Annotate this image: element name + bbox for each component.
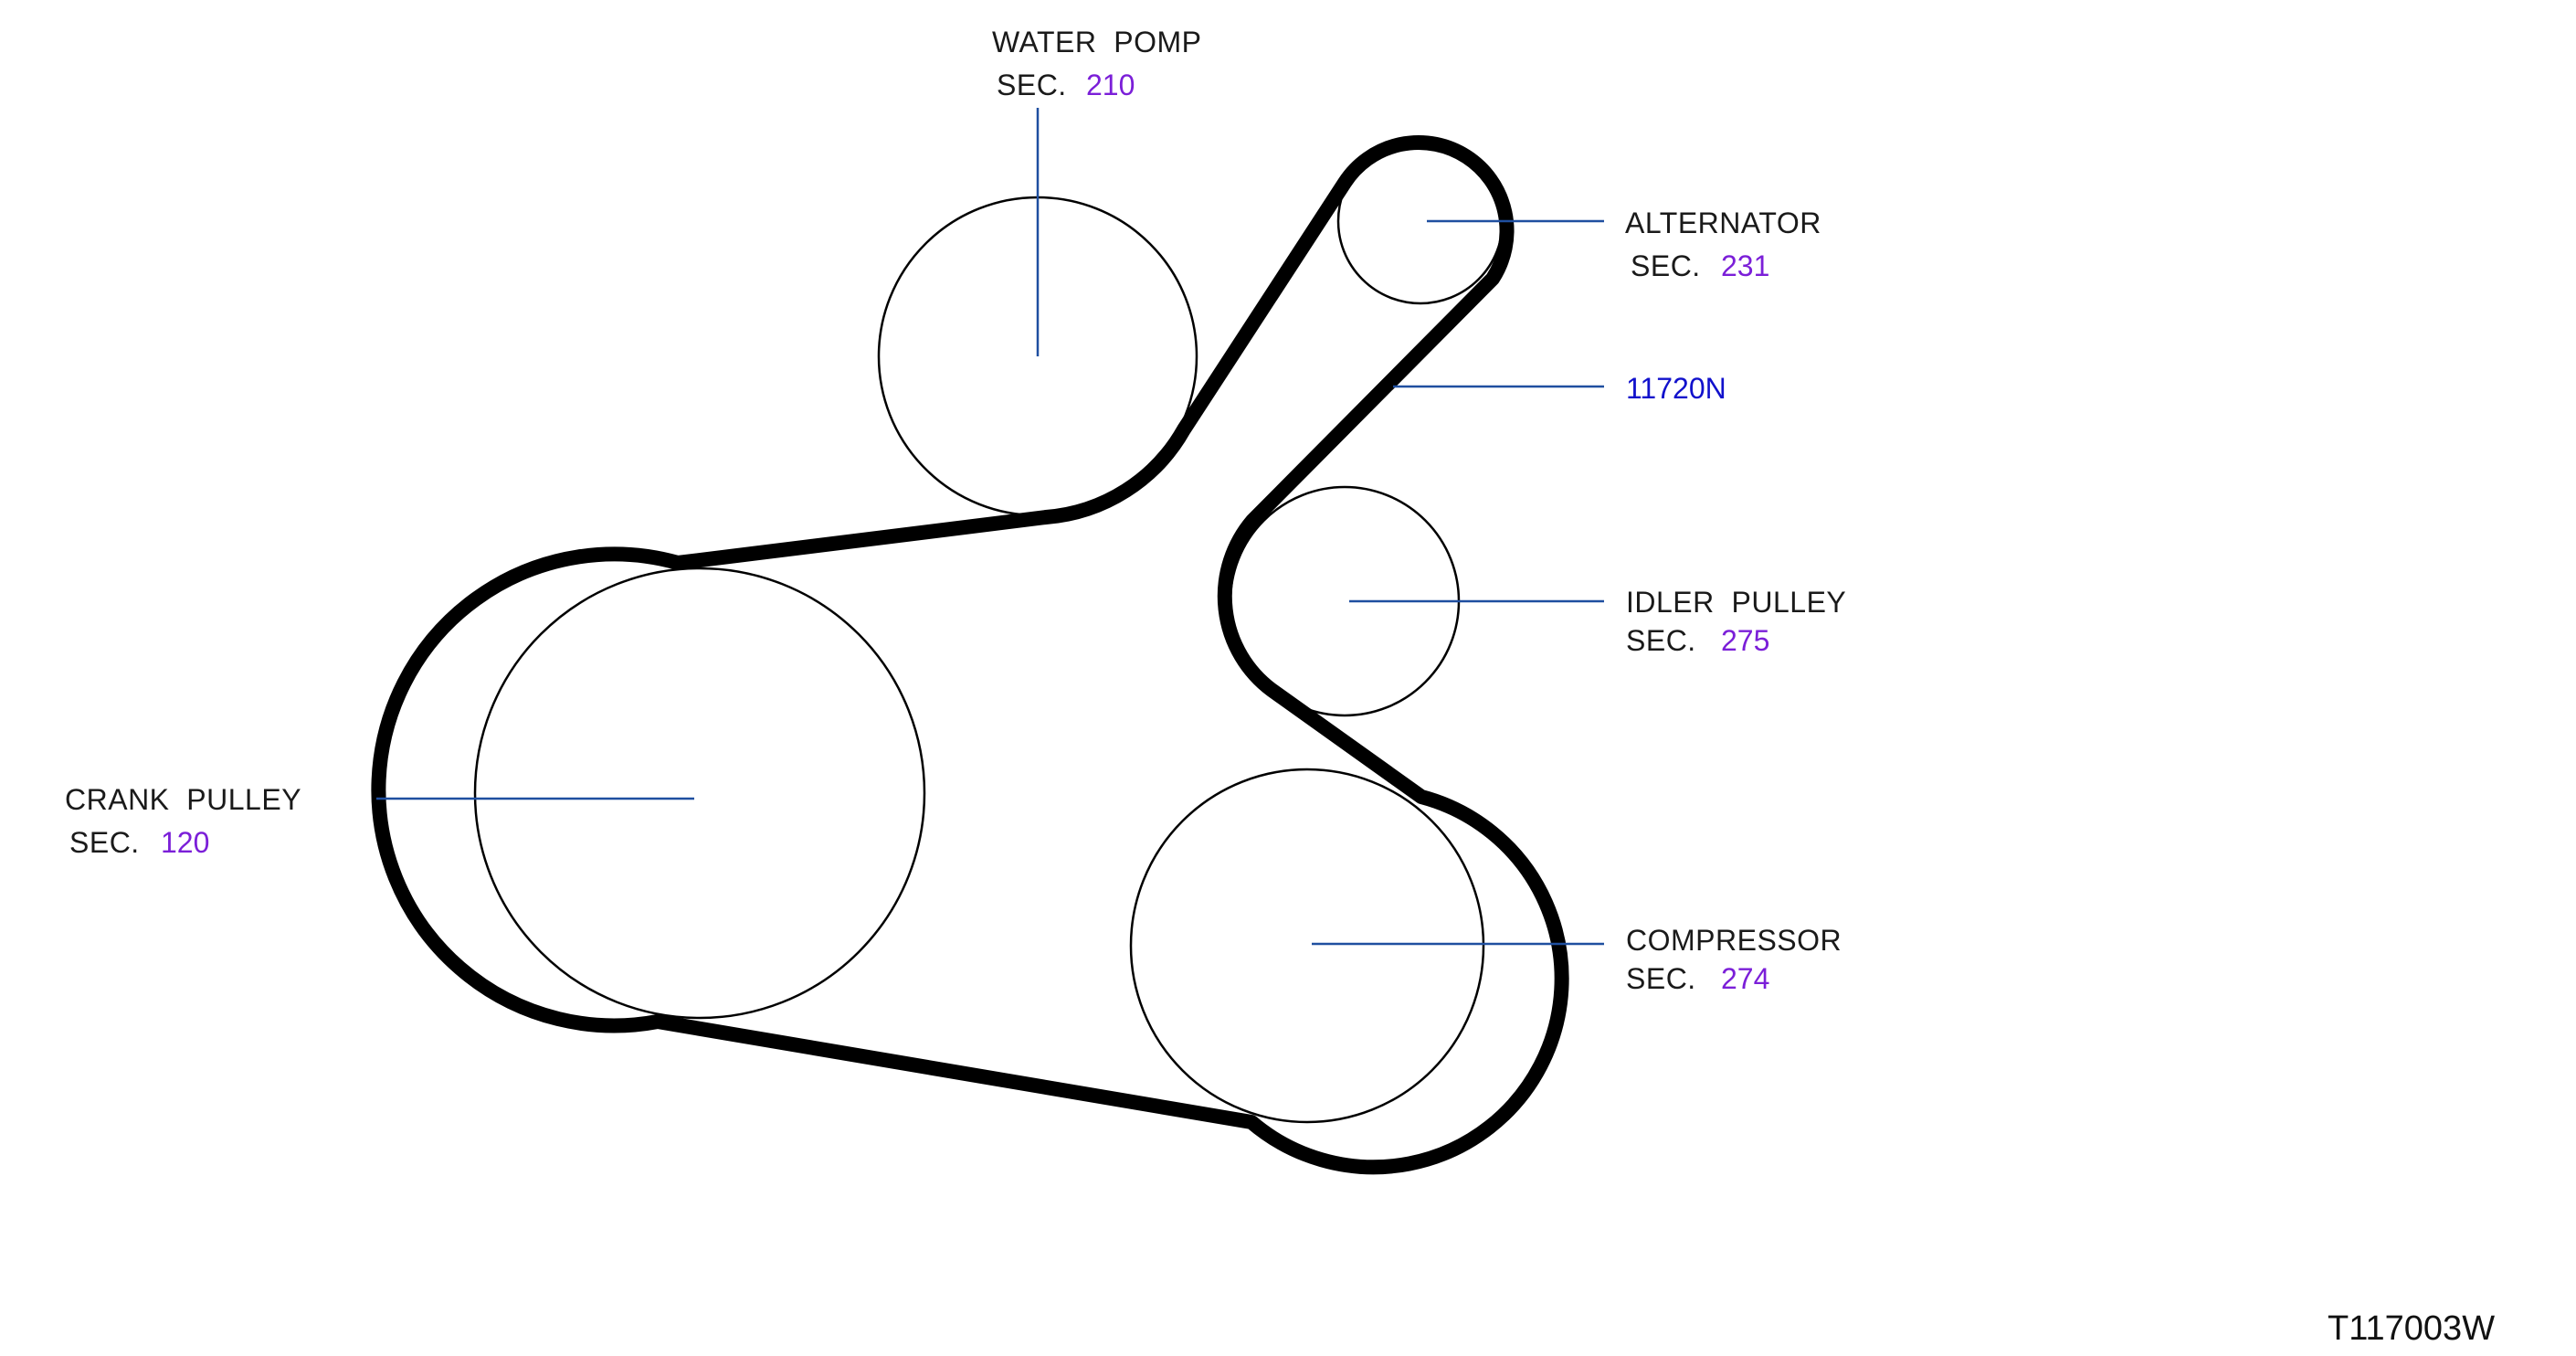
- water-pump-sec-prefix: SEC.: [997, 69, 1067, 101]
- water-pump-sec-number[interactable]: 210: [1086, 69, 1135, 101]
- crank-pulley: [473, 567, 926, 1020]
- water-pump-label: WATER POMP: [992, 26, 1202, 58]
- compressor-label: COMPRESSOR: [1626, 924, 1842, 957]
- crank-pulley-sec-prefix: SEC.: [69, 826, 140, 859]
- compressor-pulley: [1129, 768, 1485, 1124]
- idler-pulley-sec-prefix: SEC.: [1626, 624, 1696, 657]
- belt-part-number[interactable]: 11720N: [1626, 372, 1726, 405]
- idler-pulley-sec-number[interactable]: 275: [1721, 624, 1769, 657]
- alternator-sec-number[interactable]: 231: [1721, 249, 1769, 282]
- compressor-sec-prefix: SEC.: [1626, 962, 1696, 995]
- compressor-sec-number[interactable]: 274: [1721, 962, 1769, 995]
- drive-belt: [371, 134, 1569, 1175]
- alternator-sec-prefix: SEC.: [1631, 249, 1701, 282]
- figure-code: T117003W: [2328, 1309, 2495, 1348]
- alternator-label: ALTERNATOR: [1625, 207, 1821, 239]
- crank-pulley-sec-number[interactable]: 120: [161, 826, 209, 859]
- crank-pulley-label: CRANK PULLEY: [65, 783, 301, 816]
- idler-pulley-label: IDLER PULLEY: [1626, 586, 1846, 619]
